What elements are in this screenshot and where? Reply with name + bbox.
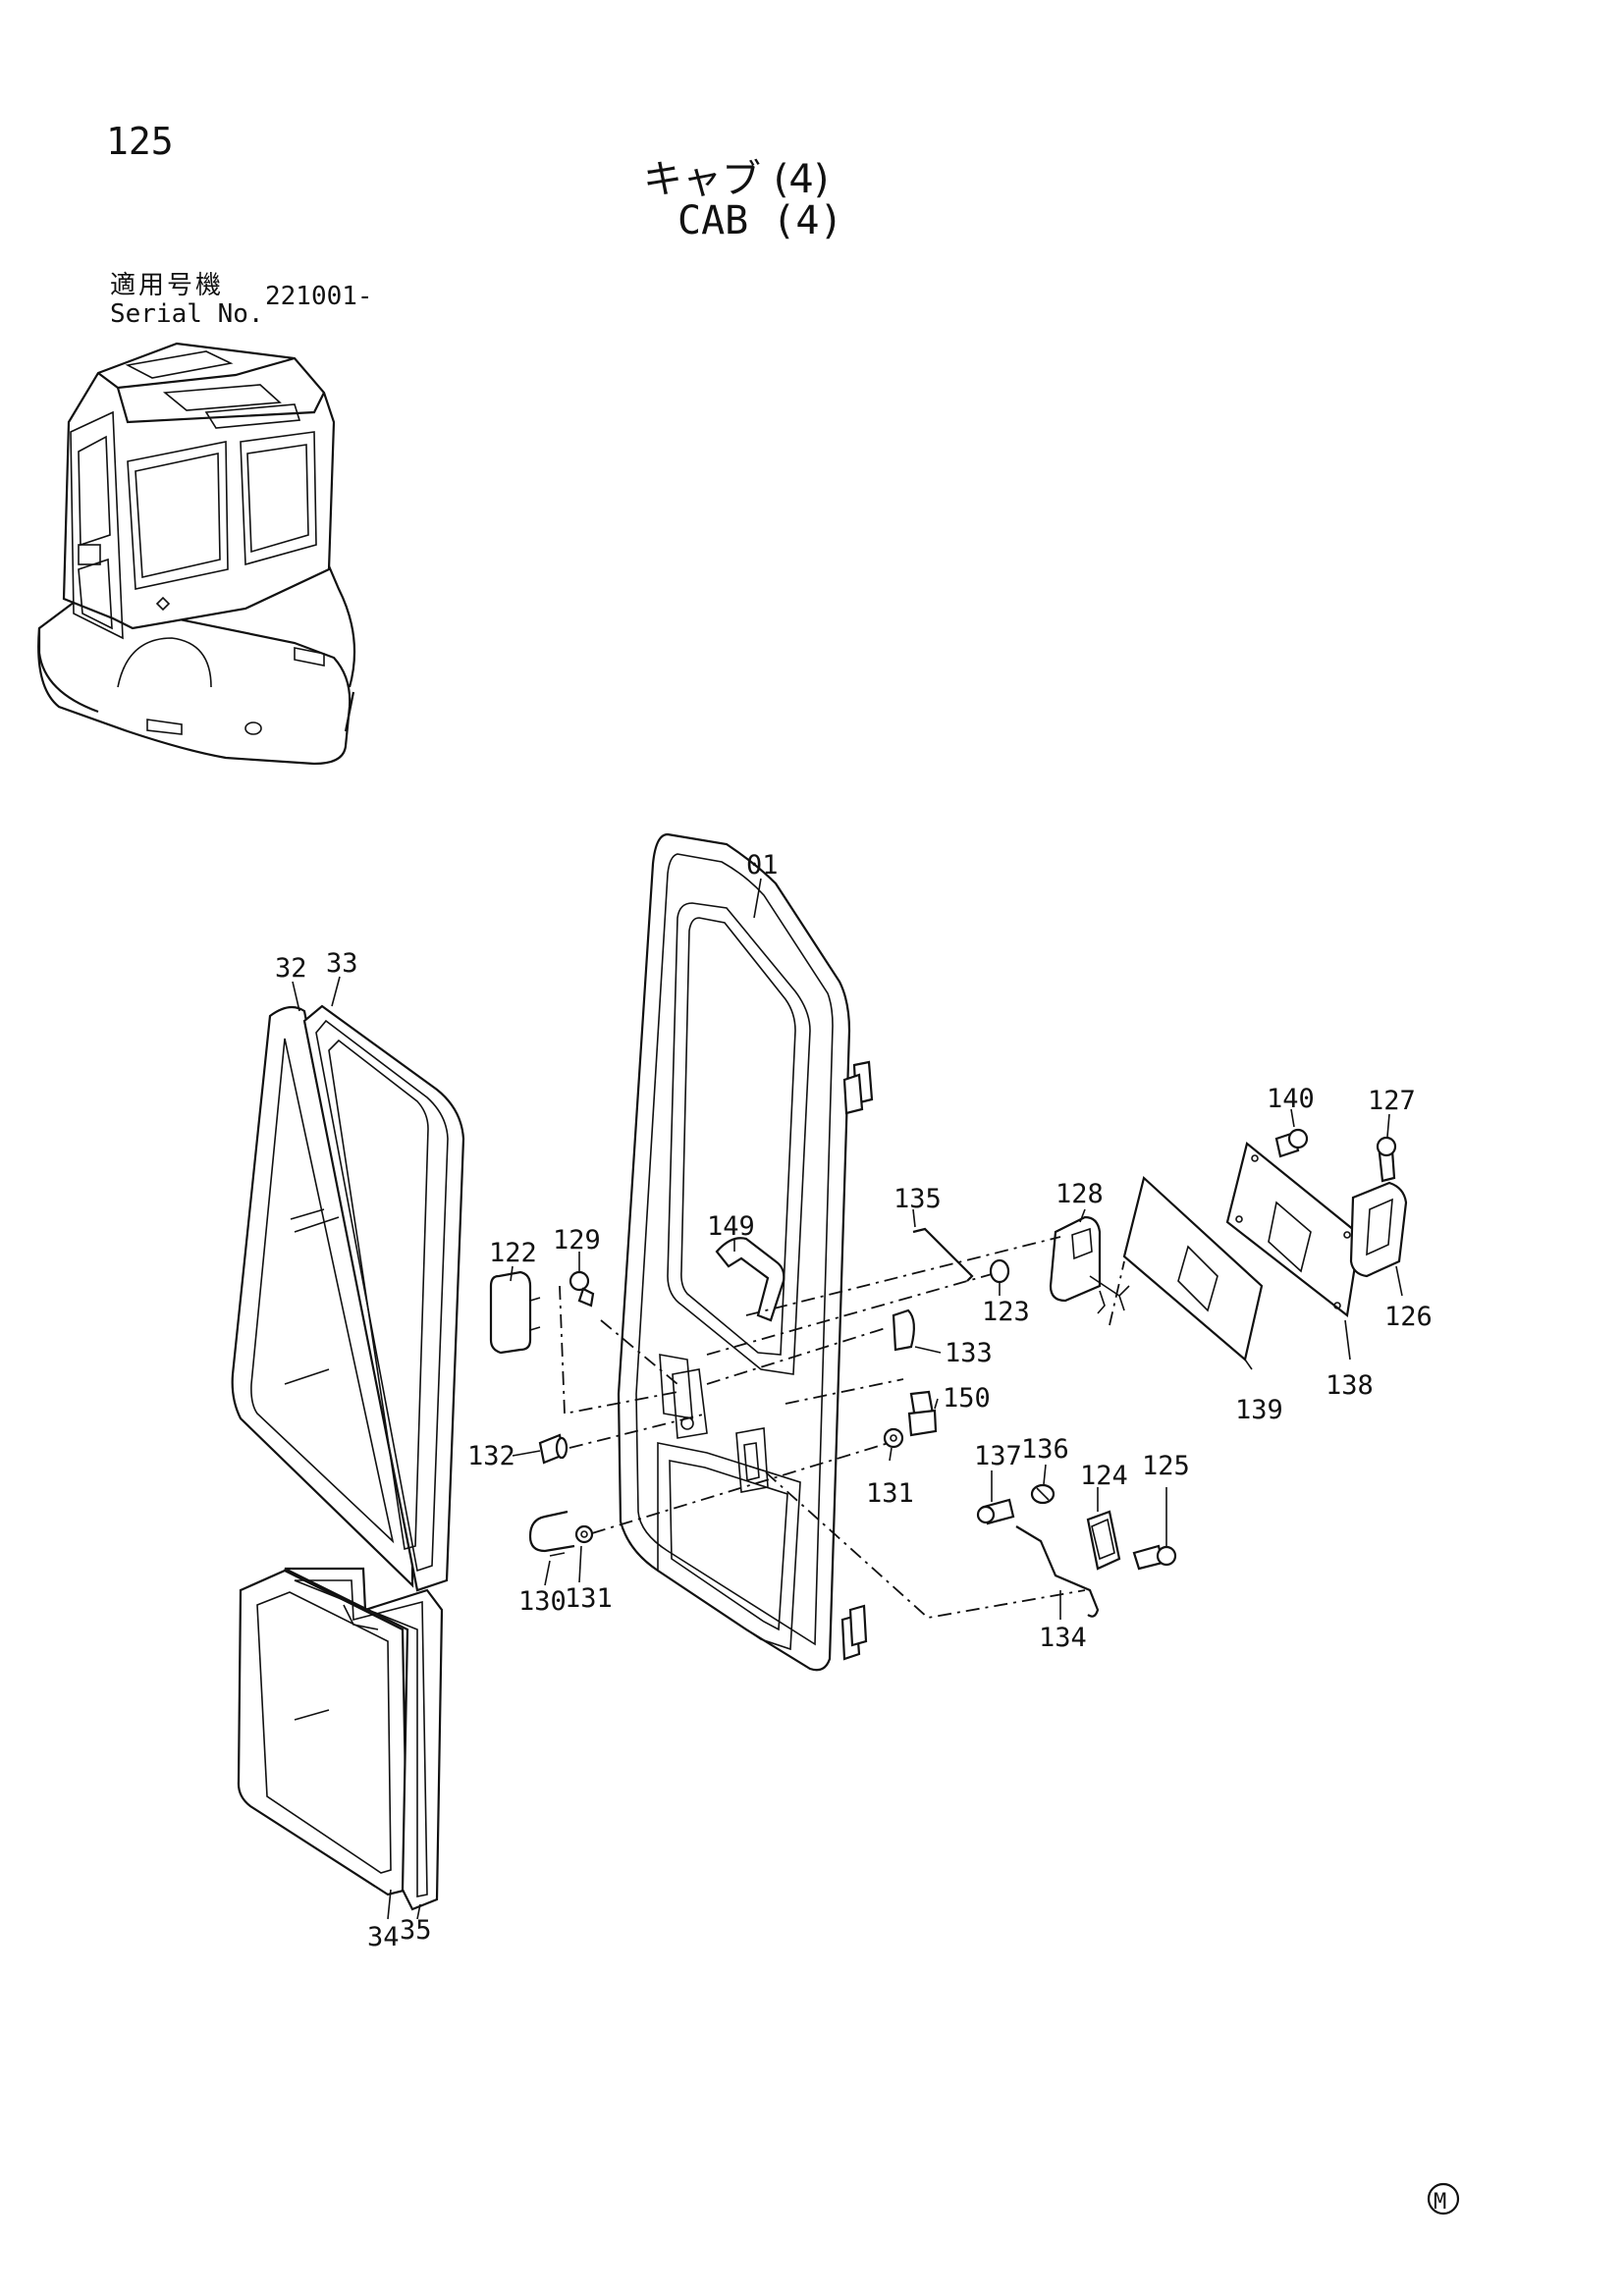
m-mark: M <box>1427 2182 1460 2216</box>
part-label-122: 122 <box>489 1238 537 1268</box>
part-149-handle <box>715 1237 785 1322</box>
part-127-bolt <box>1376 1136 1397 1183</box>
part-label-132: 132 <box>467 1441 515 1471</box>
part-label-138: 138 <box>1326 1370 1374 1401</box>
part-label-126: 126 <box>1384 1302 1433 1332</box>
part-134-rod <box>1015 1525 1100 1618</box>
window-glass-lower <box>237 1569 409 1896</box>
part-131-nut-left <box>574 1524 594 1544</box>
part-label-135: 135 <box>893 1184 942 1214</box>
window-glass-upper <box>231 1005 414 1588</box>
part-130-u-bolt <box>528 1510 575 1557</box>
part-label-134: 134 <box>1039 1623 1087 1653</box>
serial-number-value: 221001- <box>265 282 373 311</box>
part-label-124: 124 <box>1080 1461 1128 1491</box>
part-label-150: 150 <box>943 1383 991 1414</box>
part-label-33: 33 <box>326 948 358 979</box>
part-123-washer <box>989 1258 1010 1284</box>
part-126-inner-handle <box>1349 1181 1408 1278</box>
part-150-screw <box>907 1390 938 1437</box>
serial-label-english: Serial No. <box>110 299 264 329</box>
part-label-129: 129 <box>553 1225 601 1255</box>
leader-lines <box>292 878 1403 1920</box>
title-english: CAB (4) <box>677 198 843 243</box>
part-label-125: 125 <box>1142 1451 1190 1481</box>
part-label-137: 137 <box>974 1441 1022 1471</box>
part-128-lock <box>1049 1215 1130 1314</box>
part-label-131-right: 131 <box>866 1478 914 1509</box>
part-label-130: 130 <box>518 1586 567 1617</box>
part-label-127: 127 <box>1368 1086 1416 1116</box>
part-138-plate <box>1225 1142 1362 1318</box>
part-label-131-left: 131 <box>565 1583 613 1614</box>
part-label-01: 01 <box>746 850 779 881</box>
part-label-32: 32 <box>275 953 307 984</box>
part-label-149: 149 <box>707 1211 755 1242</box>
part-label-136: 136 <box>1021 1434 1069 1465</box>
part-136-spacer <box>1030 1483 1056 1505</box>
part-label-34: 34 <box>367 1922 400 1952</box>
part-label-123: 123 <box>982 1297 1030 1327</box>
part-132-pin <box>538 1433 568 1465</box>
window-seal-lower <box>284 1567 444 1911</box>
serial-label-japanese: 適用号機 <box>110 271 225 300</box>
assembly-lines <box>559 1236 1125 1619</box>
part-number-labels: 01 32 33 34 35 122 129 149 132 130 131 1… <box>275 850 1433 1952</box>
title-japanese: キャブ (4) <box>643 157 830 202</box>
part-131-nut-right <box>883 1427 904 1449</box>
cab-reference-illustration <box>37 342 356 766</box>
part-129-bolt <box>568 1270 595 1308</box>
part-137-bolt <box>976 1498 1015 1525</box>
part-135-rod <box>912 1227 974 1282</box>
part-label-128: 128 <box>1056 1179 1104 1209</box>
part-133-clip <box>892 1308 915 1352</box>
part-label-133: 133 <box>945 1338 993 1368</box>
part-label-139: 139 <box>1235 1395 1283 1425</box>
part-122-bracket <box>489 1270 541 1355</box>
part-label-140: 140 <box>1267 1084 1315 1114</box>
part-140-bolt <box>1274 1128 1309 1158</box>
part-124-striker <box>1086 1510 1121 1571</box>
window-seal-upper <box>302 1004 465 1592</box>
part-label-35: 35 <box>400 1915 432 1946</box>
part-125-bolt <box>1132 1544 1177 1571</box>
page-number: 125 <box>106 120 174 163</box>
m-mark-letter: M <box>1434 2190 1446 2215</box>
